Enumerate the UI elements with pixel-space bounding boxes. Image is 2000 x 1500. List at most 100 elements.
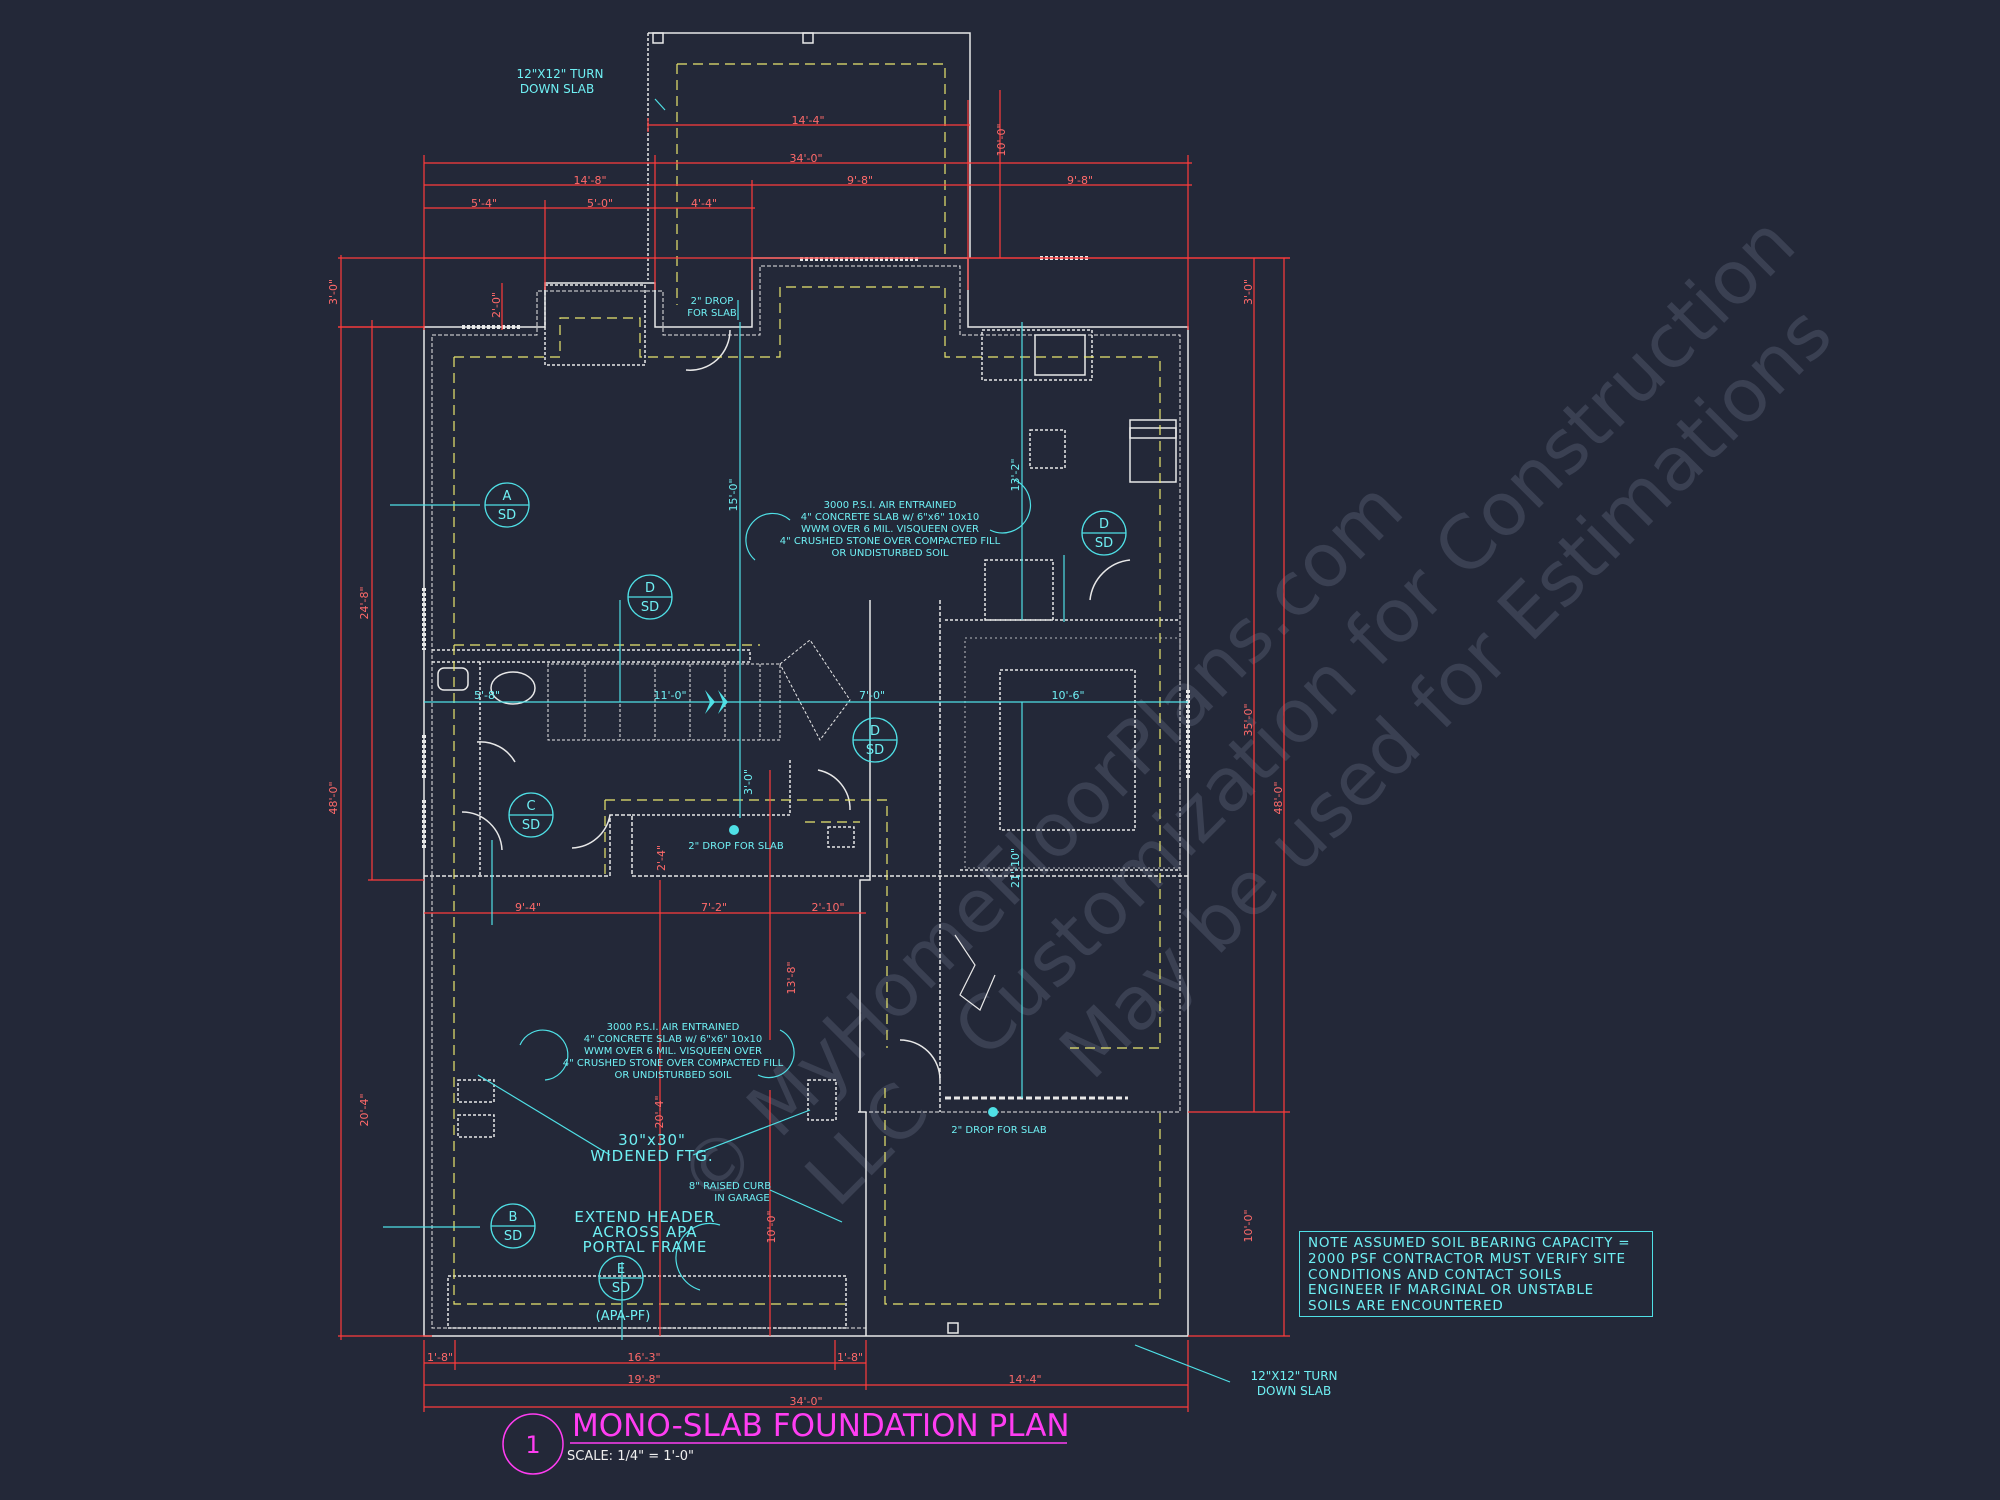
dim-20-4-left: 20'-4" [358,1093,371,1126]
widened-ftg-callout: 30"x30" WIDENED FTG. [590,1131,713,1165]
section-d1-sub: SD [641,600,659,615]
dim-3-0-mid: 3'-0" [742,769,755,795]
section-d3-letter: D [870,724,880,739]
section-c-letter: C [526,799,535,814]
dim-7-0: 7'-0" [859,689,885,702]
drop-markers [705,690,998,1117]
slab-spec-upper: 3000 P.S.I. AIR ENTRAINED 4" CONCRETE SL… [780,500,1001,559]
dim-4-4: 4'-4" [691,197,717,210]
dim-14-4-bottom: 14'-4" [1008,1373,1041,1386]
dim-10-6: 10'-6" [1051,689,1084,702]
dim-3-0-left: 3'-0" [327,279,340,305]
dim-10-0-mid: 10'-0" [765,1210,778,1243]
title-number-circle [502,1413,564,1475]
section-d1-letter: D [645,581,655,596]
dimension-lines [338,90,1290,1412]
note-line-5: SOILS ARE ENCOUNTERED [1308,1298,1504,1315]
extend-header-line-1: EXTEND HEADER [574,1208,715,1226]
apa-pf-label: (APA-PF) [596,1309,651,1324]
dim-5-8: 5'-8" [474,689,500,702]
annotation-lines [383,98,1231,1383]
dim-35-0: 35'-0" [1242,703,1255,736]
extend-header-callout: EXTEND HEADER ACROSS APA PORTAL FRAME [574,1208,715,1256]
section-b-letter: B [509,1210,518,1225]
stair-direction-icon [705,690,728,714]
wall-outline [422,32,1190,1337]
note-line-3: CONDITIONS AND CONTACT SOILS [1308,1266,1563,1283]
turn-down-top-2: DOWN SLAB [520,82,594,96]
section-a-sub: SD [498,508,516,523]
dim-10-0-right-top: 10'-0" [995,123,1008,156]
dim-16-3: 16'-3" [627,1351,660,1364]
slab-spec-lower: 3000 P.S.I. AIR ENTRAINED 4" CONCRETE SL… [563,1022,784,1081]
drop-top-1: 2" DROP [691,296,734,307]
title-block: 1 MONO-SLAB FOUNDATION PLAN SCALE: 1/4" … [502,1408,1070,1475]
slab-upper-line-5: OR UNDISTURBED SOIL [832,548,949,559]
dim-15-0: 15'-0" [727,478,740,511]
dim-48-0-right: 48'-0" [1272,781,1285,814]
section-c-sub: SD [522,818,540,833]
dim-5-4: 5'-4" [471,197,497,210]
extend-header-line-3: PORTAL FRAME [583,1238,708,1256]
section-e-letter: E [617,1262,625,1277]
dim-14-8: 14'-8" [573,174,606,187]
dim-9-8: 9'-8" [847,174,873,187]
drop-top-2: FOR SLAB [687,308,737,319]
note-line-4: ENGINEER IF MARGINAL OR UNSTABLE [1308,1282,1594,1299]
turn-down-top-1: 12"X12" TURN [516,67,603,81]
dim-34-0-top: 34'-0" [789,152,822,165]
drop-mid: 2" DROP FOR SLAB [688,841,784,852]
raised-curb-line-2: IN GARAGE [714,1193,769,1204]
dim-5-0: 5'-0" [587,197,613,210]
note-line-1: NOTE ASSUMED SOIL BEARING CAPACITY = [1308,1235,1631,1251]
dim-11-0: 11'-0" [653,689,686,702]
raised-curb-callout: 8" RAISED CURB IN GARAGE [689,1181,771,1204]
dim-10-0-right: 10'-0" [1242,1209,1255,1242]
dim-21-10: 21'-10" [1009,848,1022,888]
dim-20-4-mid: 20'-4" [653,1095,666,1128]
slab-lower-line-5: OR UNDISTURBED SOIL [615,1070,732,1081]
dim-34-0-bottom: 34'-0" [789,1395,822,1408]
raised-curb-line-1: 8" RAISED CURB [689,1181,771,1192]
dimension-text: 14'-4" 34'-0" 14'-8" 9'-8" 9'-8" 5'-4" 5… [427,114,1093,1408]
section-e-sub: SD [612,1281,630,1296]
section-d2-sub: SD [1095,536,1113,551]
dim-13-8: 13'-8" [785,961,798,994]
drop-garage: 2" DROP FOR SLAB [951,1125,1047,1136]
dim-9-8b: 9'-8" [1067,174,1093,187]
watermark-line-3: Customization for Construction [938,200,1812,1074]
section-a-letter: A [503,489,512,504]
section-d3-sub: SD [866,743,884,758]
dim-48-0-left: 48'-0" [327,781,340,814]
section-d2-letter: D [1099,517,1109,532]
dim-1-8-left: 1'-8" [427,1351,453,1364]
dim-3-0-right: 3'-0" [1242,279,1255,305]
dimension-text-vertical: 3'-0" 24'-8" 48'-0" 20'-4" 10'-0" 3'-0" … [327,123,1285,1243]
slab-upper-line-2: 4" CONCRETE SLAB w/ 6"x6" 10x10 [801,512,979,523]
section-b-sub: SD [504,1229,522,1244]
title-number: 1 [525,1431,540,1459]
extend-header-line-2: ACROSS APA [592,1223,697,1241]
note-line-2: 2000 PSF CONTRACTOR MUST VERIFY SITE [1308,1250,1626,1267]
dim-2-0: 2'-0" [490,292,503,318]
dim-9-4-label: 9'-4" [515,901,541,914]
watermark: © MyHomeFloorPlans.com LLC Customization… [662,200,1848,1222]
section-labels: A SD D SD D SD D SD C SD B SD E SD [498,489,1113,1296]
dim-7-2: 7'-2" [701,901,727,914]
callout-text: 12"X12" TURN DOWN SLAB 12"X12" TURN DOWN… [516,67,1337,1398]
soil-bearing-note: NOTE ASSUMED SOIL BEARING CAPACITY = 200… [1299,1231,1653,1317]
page-title: MONO-SLAB FOUNDATION PLAN [572,1408,1070,1444]
title-scale: SCALE: 1/4" = 1'-0" [567,1449,694,1464]
slab-upper-line-4: 4" CRUSHED STONE OVER COMPACTED FILL [780,536,1001,547]
dim-14-4-top: 14'-4" [791,114,824,127]
section-markers [484,482,1127,1301]
slab-upper-line-1: 3000 P.S.I. AIR ENTRAINED [824,500,957,511]
dim-24-8: 24'-8" [358,586,371,619]
dim-13-2: 13'-2" [1009,458,1022,491]
turn-down-bottom-2: DOWN SLAB [1257,1384,1331,1398]
widened-ftg-line-2: WIDENED FTG. [590,1147,713,1165]
slab-lower-line-3: WWM OVER 6 MIL. VISQUEEN OVER [584,1046,762,1057]
slab-lower-line-4: 4" CRUSHED STONE OVER COMPACTED FILL [563,1058,784,1069]
slab-lower-line-2: 4" CONCRETE SLAB w/ 6"x6" 10x10 [584,1034,762,1045]
